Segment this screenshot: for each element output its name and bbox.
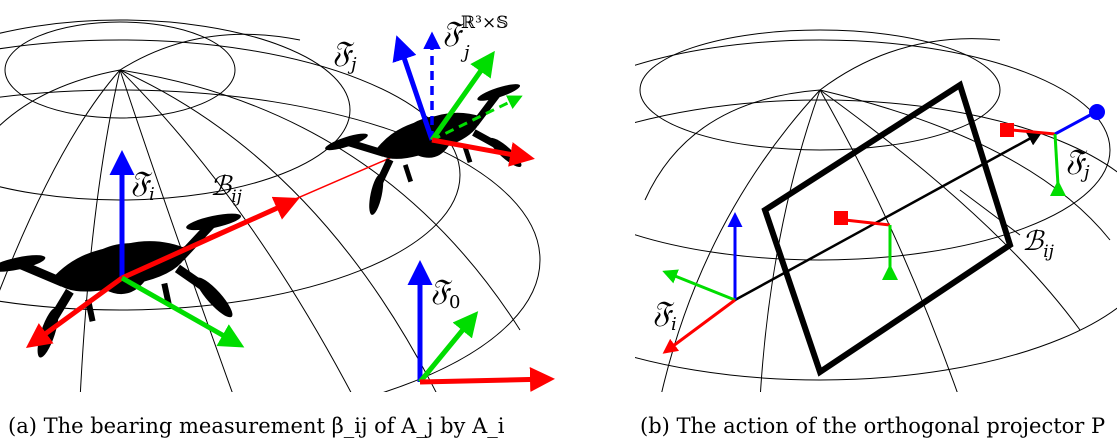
projected-frame-axes [834, 211, 898, 280]
label-frame-i-a: 𝔉i [130, 165, 155, 205]
projector-plane [761, 80, 1014, 377]
label-frame-j-b: 𝔉j [1065, 143, 1090, 183]
label-frame-i-b: 𝔉i [652, 295, 677, 335]
panel-b: 𝔉j ℬij 𝔉i [635, 29, 1117, 392]
frame-i-axes-b [662, 212, 743, 354]
globe-grid-a [0, 19, 541, 392]
label-frame-0: 𝔉0 [430, 273, 460, 313]
caption-b: (b) The action of the orthogonal project… [640, 414, 1105, 438]
frame-j-glyph [1000, 104, 1105, 196]
label-bearing-b: ℬij [1022, 226, 1055, 262]
bearing-leader [959, 189, 1021, 236]
frame-j-axes [392, 31, 535, 167]
label-bearing-a: ℬij [210, 171, 243, 207]
label-frame-j-a: 𝔉j [332, 35, 357, 75]
frame-i-axes [25, 150, 300, 348]
globe-grid-b [635, 29, 1117, 392]
frame-0-axes [407, 260, 555, 392]
caption-a: (a) The bearing measurement β_ij of A_j … [8, 414, 505, 438]
